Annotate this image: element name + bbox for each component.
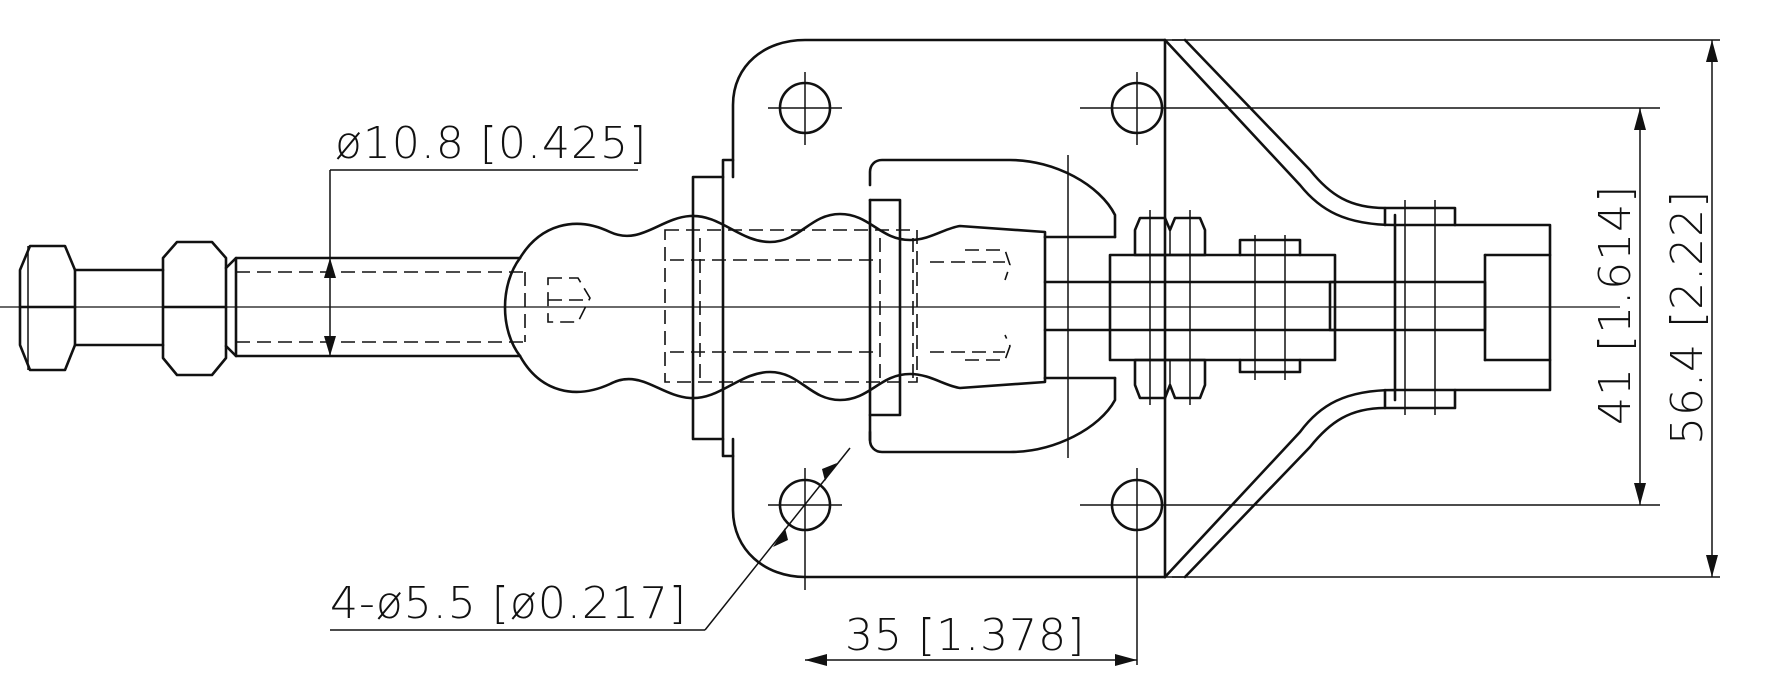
base-flange xyxy=(691,158,735,458)
hole-spacing-vertical-dimension: 41 [1.614] xyxy=(1590,108,1646,505)
clevis xyxy=(1328,200,1552,415)
mounting-hole-top-right xyxy=(1080,72,1660,145)
hole-spec-label: 4-ø5.5 [ø0.217] xyxy=(330,578,687,629)
mounting-hole-bottom-left xyxy=(768,468,842,590)
hole-spacing-horizontal-dimension: 35 [1.378] xyxy=(805,610,1137,666)
overall-height-label: 56.4 [2.22] xyxy=(1662,190,1713,445)
end-hex-nut xyxy=(18,244,77,372)
linkage xyxy=(1108,210,1337,405)
housing xyxy=(868,155,1117,458)
mounting-hole-top-left xyxy=(768,72,842,145)
hole-spacing-horizontal-label: 35 [1.378] xyxy=(845,610,1085,661)
mounting-hole-bottom-right xyxy=(1080,468,1660,665)
lock-hex-nut xyxy=(161,240,228,377)
plunger-handle xyxy=(503,212,1047,402)
rod-diameter-label: ø10.8 [0.425] xyxy=(335,118,647,169)
threaded-rod xyxy=(224,256,525,358)
hole-spec-dimension: 4-ø5.5 [ø0.217] xyxy=(330,447,851,631)
hole-spacing-vertical-label: 41 [1.614] xyxy=(1590,185,1641,425)
base-plate xyxy=(731,38,1397,579)
plunger-rod xyxy=(1043,280,1112,332)
rod-diameter-dimension: ø10.8 [0.425] xyxy=(324,118,647,356)
overall-height-dimension: 56.4 [2.22] xyxy=(1165,39,1720,578)
